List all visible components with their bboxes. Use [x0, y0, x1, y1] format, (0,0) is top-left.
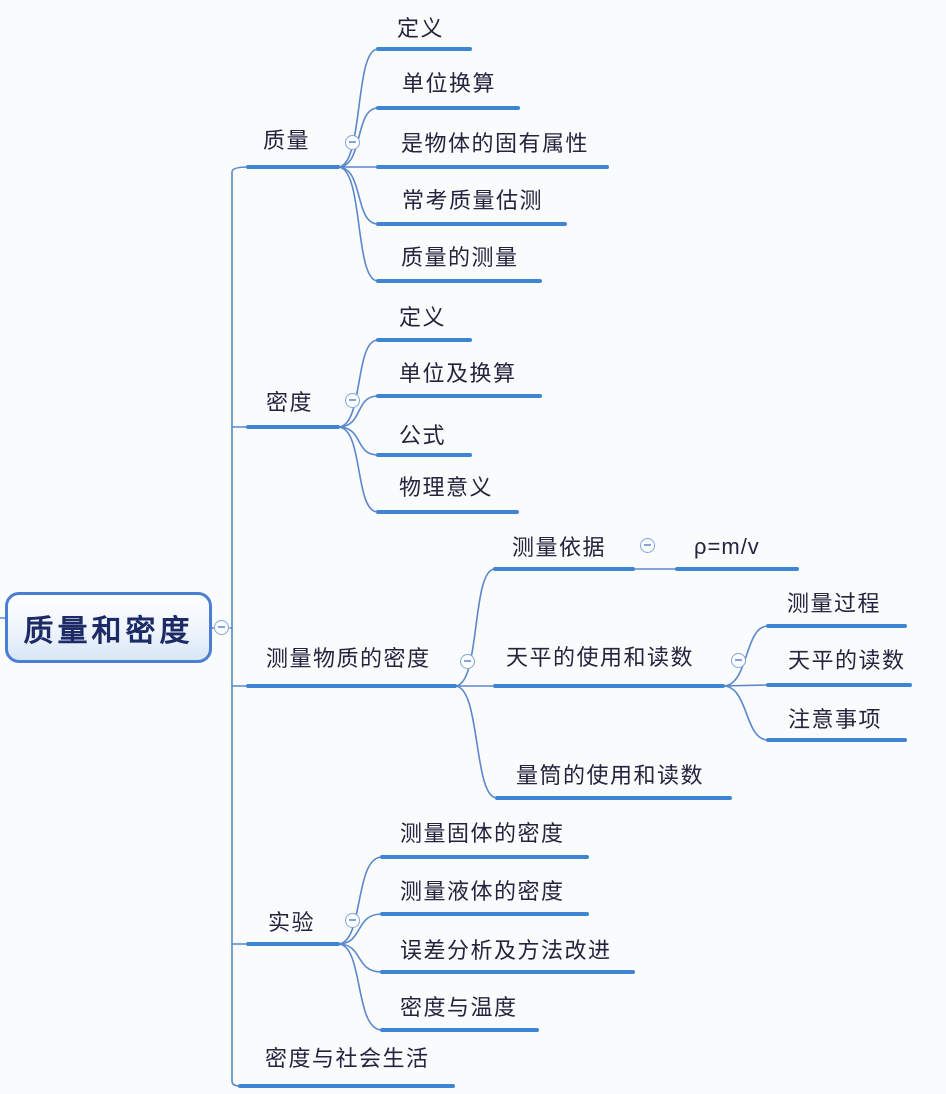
- minus-bar: [348, 919, 356, 921]
- connector-mass-estimation: [337, 166, 379, 225]
- connector-precautions: [722, 685, 769, 741]
- node-measure-basis[interactable]: 测量依据: [512, 535, 607, 560]
- node-error-analysis[interactable]: 误差分析及方法改进: [400, 938, 612, 963]
- connector-measure-basis: [454, 568, 496, 687]
- minus-bar: [217, 626, 225, 628]
- node-mass-estimation[interactable]: 常考质量估测: [402, 188, 544, 213]
- connector-mass-measurement: [337, 166, 379, 282]
- node-density-formula[interactable]: 公式: [399, 423, 447, 448]
- connector-cylinder-use-reading: [454, 685, 498, 799]
- node-balance-use-reading[interactable]: 天平的使用和读数: [506, 645, 695, 670]
- node-liquid-density[interactable]: 测量液体的密度: [400, 879, 565, 904]
- minus-bar: [734, 659, 742, 661]
- connector-error-analysis: [337, 943, 383, 973]
- node-experiment[interactable]: 实验: [268, 910, 316, 935]
- node-mass-measurement[interactable]: 质量的测量: [401, 245, 519, 270]
- connector-mass-definition: [337, 48, 379, 168]
- root-node[interactable]: 质量和密度: [5, 592, 212, 663]
- node-cylinder-use-reading[interactable]: 量筒的使用和读数: [516, 763, 705, 788]
- node-measure-density[interactable]: 测量物质的密度: [266, 646, 431, 671]
- minus-bar: [348, 399, 356, 401]
- connector-density-unit-conversion: [337, 395, 379, 428]
- collapse-icon-density[interactable]: [345, 393, 360, 408]
- connector-density-physical-meaning: [337, 426, 379, 513]
- node-mass-definition[interactable]: 定义: [397, 16, 445, 41]
- collapse-icon-mass[interactable]: [345, 135, 360, 150]
- collapse-icon-experiment[interactable]: [345, 913, 360, 928]
- node-density-physical-meaning[interactable]: 物理意义: [399, 475, 494, 500]
- node-density-unit-conversion[interactable]: 单位及换算: [399, 361, 517, 386]
- node-measure-process[interactable]: 测量过程: [787, 591, 882, 616]
- node-mass-unit-conversion[interactable]: 单位换算: [402, 71, 497, 96]
- connector-balance-reading: [722, 684, 769, 687]
- minus-bar: [643, 544, 651, 546]
- collapse-icon-root[interactable]: [214, 620, 229, 635]
- node-density-temperature[interactable]: 密度与温度: [400, 995, 518, 1020]
- collapse-icon-measure-density[interactable]: [460, 654, 475, 669]
- node-mass-inherent-property[interactable]: 是物体的固有属性: [401, 131, 590, 156]
- node-density-society[interactable]: 密度与社会生活: [265, 1046, 430, 1071]
- node-precautions[interactable]: 注意事项: [788, 707, 883, 732]
- minus-bar: [348, 141, 356, 143]
- node-density[interactable]: 密度: [266, 390, 314, 415]
- collapse-icon-balance-use-reading[interactable]: [731, 653, 746, 668]
- node-mass[interactable]: 质量: [263, 128, 311, 153]
- connector-measure-process: [722, 625, 769, 687]
- connector-solid-density: [337, 856, 383, 945]
- connector-liquid-density: [337, 913, 383, 945]
- node-balance-reading[interactable]: 天平的读数: [788, 648, 906, 673]
- spine-line: [231, 166, 249, 1087]
- node-density-definition[interactable]: 定义: [399, 305, 447, 330]
- node-solid-density[interactable]: 测量固体的密度: [400, 821, 565, 846]
- connector-density-formula: [337, 426, 379, 456]
- node-formula-rho[interactable]: ρ=m/v: [694, 534, 760, 559]
- connector-density-temperature: [337, 943, 383, 1031]
- minus-bar: [463, 660, 471, 662]
- collapse-icon-measure-basis[interactable]: [640, 538, 655, 553]
- connector-density-definition: [337, 339, 379, 428]
- root-node-label: 质量和密度: [23, 614, 194, 648]
